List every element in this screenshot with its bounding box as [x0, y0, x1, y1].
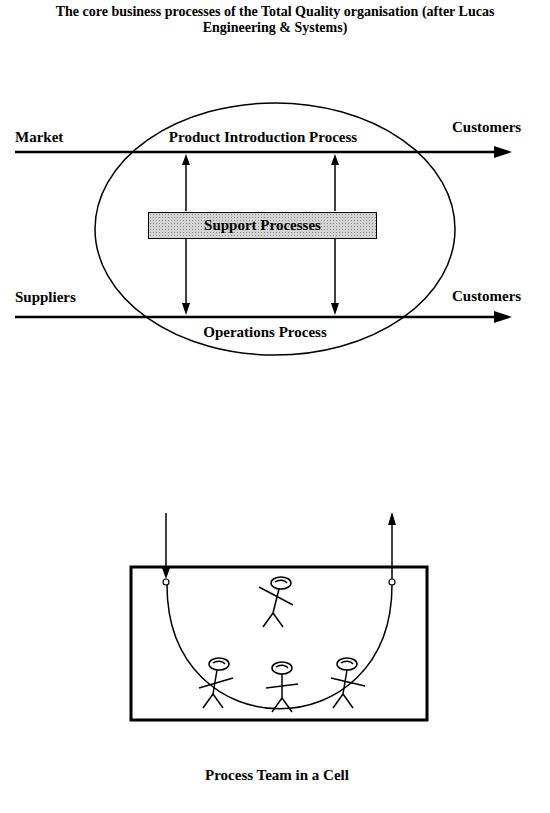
stick-figure [259, 577, 293, 627]
arrow-head [494, 146, 512, 158]
input-arrow [165, 513, 167, 570]
support-arrow [185, 163, 187, 211]
support-arrow [185, 239, 187, 305]
process-point [163, 579, 169, 585]
process-label: Operations Process [203, 324, 326, 341]
figure-caption: Process Team in a Cell [205, 767, 349, 784]
stick-figure [266, 662, 298, 712]
cell-frame [131, 567, 427, 720]
process-u-path [167, 585, 392, 709]
arrow-head [494, 311, 512, 323]
diagram-title: The core business processes of the Total… [50, 4, 500, 36]
stick-figure [331, 658, 365, 708]
flow-source: Market [15, 129, 63, 146]
support-arrow [334, 239, 336, 305]
arrow-head [162, 568, 170, 579]
flow-line [15, 316, 498, 319]
arrow-head [388, 512, 396, 525]
arrow-head [182, 154, 190, 165]
support-arrow [334, 163, 336, 211]
process-point [389, 579, 395, 585]
process-label: Product Introduction Process [169, 129, 357, 146]
flow-target: Customers [452, 119, 521, 136]
arrow-head [182, 303, 190, 315]
stick-figure [199, 658, 233, 708]
flow-source: Suppliers [15, 289, 76, 306]
arrow-head [331, 303, 339, 315]
flow-line [15, 151, 498, 154]
process-box: Support Processes [148, 212, 377, 239]
box-text: Support Processes [204, 217, 321, 234]
flow-target: Customers [452, 288, 521, 305]
output-arrow [391, 525, 393, 579]
arrow-head [331, 154, 339, 165]
